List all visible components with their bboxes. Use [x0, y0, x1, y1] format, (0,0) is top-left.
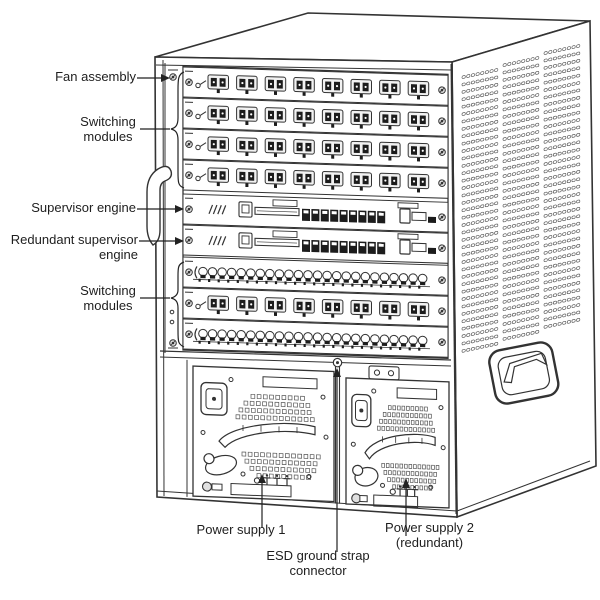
power-supply-2-arrow — [402, 478, 410, 488]
power-supply-1 — [192, 365, 335, 503]
screw — [185, 78, 193, 86]
power-supply-2 — [345, 377, 450, 509]
screw — [438, 276, 446, 284]
esd-ground-strap-connector — [332, 357, 343, 368]
fan-assembly-arrow — [161, 74, 170, 82]
switching-modules-top-brace — [170, 71, 185, 189]
supervisor-engine-label: Supervisor engine — [31, 200, 136, 215]
module-row-7-switching-tp24 — [182, 256, 449, 296]
front-top-lip — [155, 64, 453, 71]
vent-band-3 — [543, 44, 581, 329]
vent-band-2 — [502, 56, 540, 341]
module-row-2-switching-sc8 — [182, 97, 449, 137]
screw — [438, 148, 446, 156]
screw — [438, 307, 446, 315]
module-row-6-supervisor — [182, 224, 449, 264]
screw — [185, 205, 193, 213]
cable-hook — [146, 165, 173, 246]
esd-arrow — [333, 368, 341, 377]
power-supply-2-label: Power supply 2 (redundant) — [385, 520, 474, 550]
switching-modules-bottom-brace — [170, 261, 185, 348]
switching-modules-bottom-label: Switching modules — [80, 283, 136, 313]
vent-band-1 — [461, 68, 499, 353]
screw — [185, 268, 193, 276]
blank-plate — [368, 365, 400, 381]
left-flange-line — [162, 59, 165, 497]
chassis-side-panel — [451, 19, 597, 519]
screw — [438, 338, 446, 346]
screw — [438, 86, 446, 94]
power-supply-bay — [186, 357, 450, 509]
annotations — [137, 71, 410, 552]
card-cage — [182, 65, 449, 359]
screw — [185, 236, 193, 244]
screw — [169, 73, 177, 81]
screw — [185, 299, 193, 307]
side-handle — [488, 341, 560, 405]
esd-ground-strap-label: ESD ground strap connector — [266, 548, 370, 578]
right-flange-line — [450, 63, 457, 515]
screw — [438, 179, 446, 187]
screw — [185, 140, 193, 148]
fan-assembly-strip — [164, 63, 178, 353]
screw — [438, 213, 446, 221]
screw — [438, 117, 446, 125]
power-bay-divider-lines — [159, 350, 452, 367]
module-row-9-switching-tp24 — [182, 318, 449, 358]
fan-assembly-label: Fan assembly — [55, 69, 136, 84]
module-row-1-switching-sc8 — [182, 66, 449, 106]
screw — [438, 244, 446, 252]
module-row-4-switching-sc8 — [182, 159, 449, 199]
screw — [185, 171, 193, 179]
ventilation-grid — [461, 44, 581, 353]
supervisor-engine-arrow — [175, 205, 184, 213]
screw — [185, 330, 193, 338]
module-row-5-supervisor — [182, 193, 449, 233]
screw — [185, 109, 193, 117]
module-row-3-switching-sc8 — [182, 128, 449, 168]
module-row-8-switching-sc8 — [182, 287, 449, 327]
power-supply-1-arrow — [258, 474, 266, 483]
redundant-supervisor-arrow — [175, 237, 184, 245]
power-supply-1-label: Power supply 1 — [196, 522, 286, 537]
screw — [169, 339, 177, 347]
switching-modules-top-label: Switching modules — [80, 114, 136, 144]
redundant-supervisor-label: Redundant supervisor engine — [10, 232, 138, 262]
